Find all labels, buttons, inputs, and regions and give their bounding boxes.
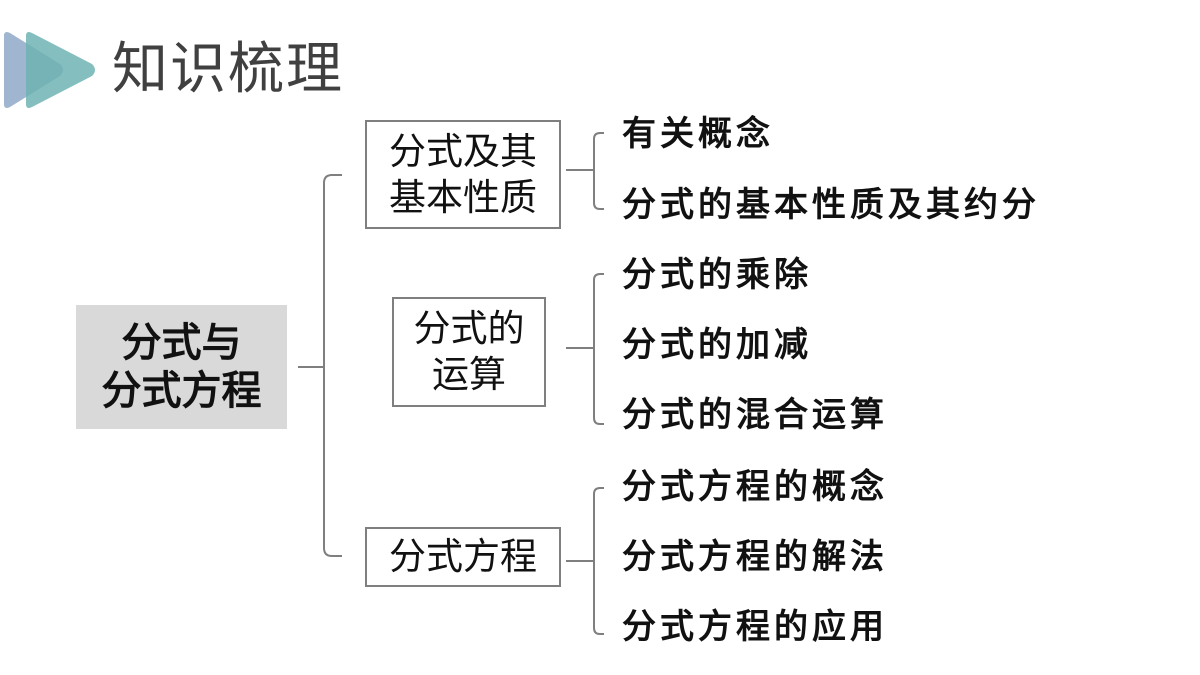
cat2-bracket: [593, 273, 604, 425]
root-node: 分式与 分式方程: [76, 305, 287, 429]
category-node-2-line2: 运算: [432, 353, 506, 396]
leaf-item-1-1: 有关概念: [622, 114, 774, 154]
root-node-line2: 分式方程: [101, 368, 262, 414]
leaf-item-2-2: 分式的加减: [622, 325, 812, 365]
leaf-item-3-1: 分式方程的概念: [622, 467, 888, 507]
category-node-2: 分式的 运算: [392, 297, 546, 407]
leaf-item-2-1: 分式的乘除: [622, 255, 812, 295]
category-node-3-line1: 分式方程: [389, 535, 537, 578]
root-node-line1: 分式与: [121, 320, 242, 366]
cat3-bracket: [593, 487, 604, 635]
page-title: 知识梳理: [112, 37, 344, 102]
cat1-bracket: [593, 132, 604, 210]
category-node-3: 分式方程: [365, 527, 561, 587]
category-node-2-line1: 分式的: [413, 307, 525, 350]
leaf-item-1-2: 分式的基本性质及其约分: [622, 185, 1040, 225]
category-node-1: 分式及其 基本性质: [365, 120, 561, 229]
header-arrow-front: [26, 32, 95, 108]
leaf-item-2-3: 分式的混合运算: [622, 395, 888, 435]
category-node-1-line2: 基本性质: [389, 175, 537, 219]
leaf-item-3-3: 分式方程的应用: [622, 607, 888, 647]
header-arrow-icon: [4, 32, 95, 108]
category-node-1-line1: 分式及其: [389, 129, 537, 173]
root-bracket: [323, 174, 342, 557]
leaf-item-3-2: 分式方程的解法: [622, 537, 888, 577]
